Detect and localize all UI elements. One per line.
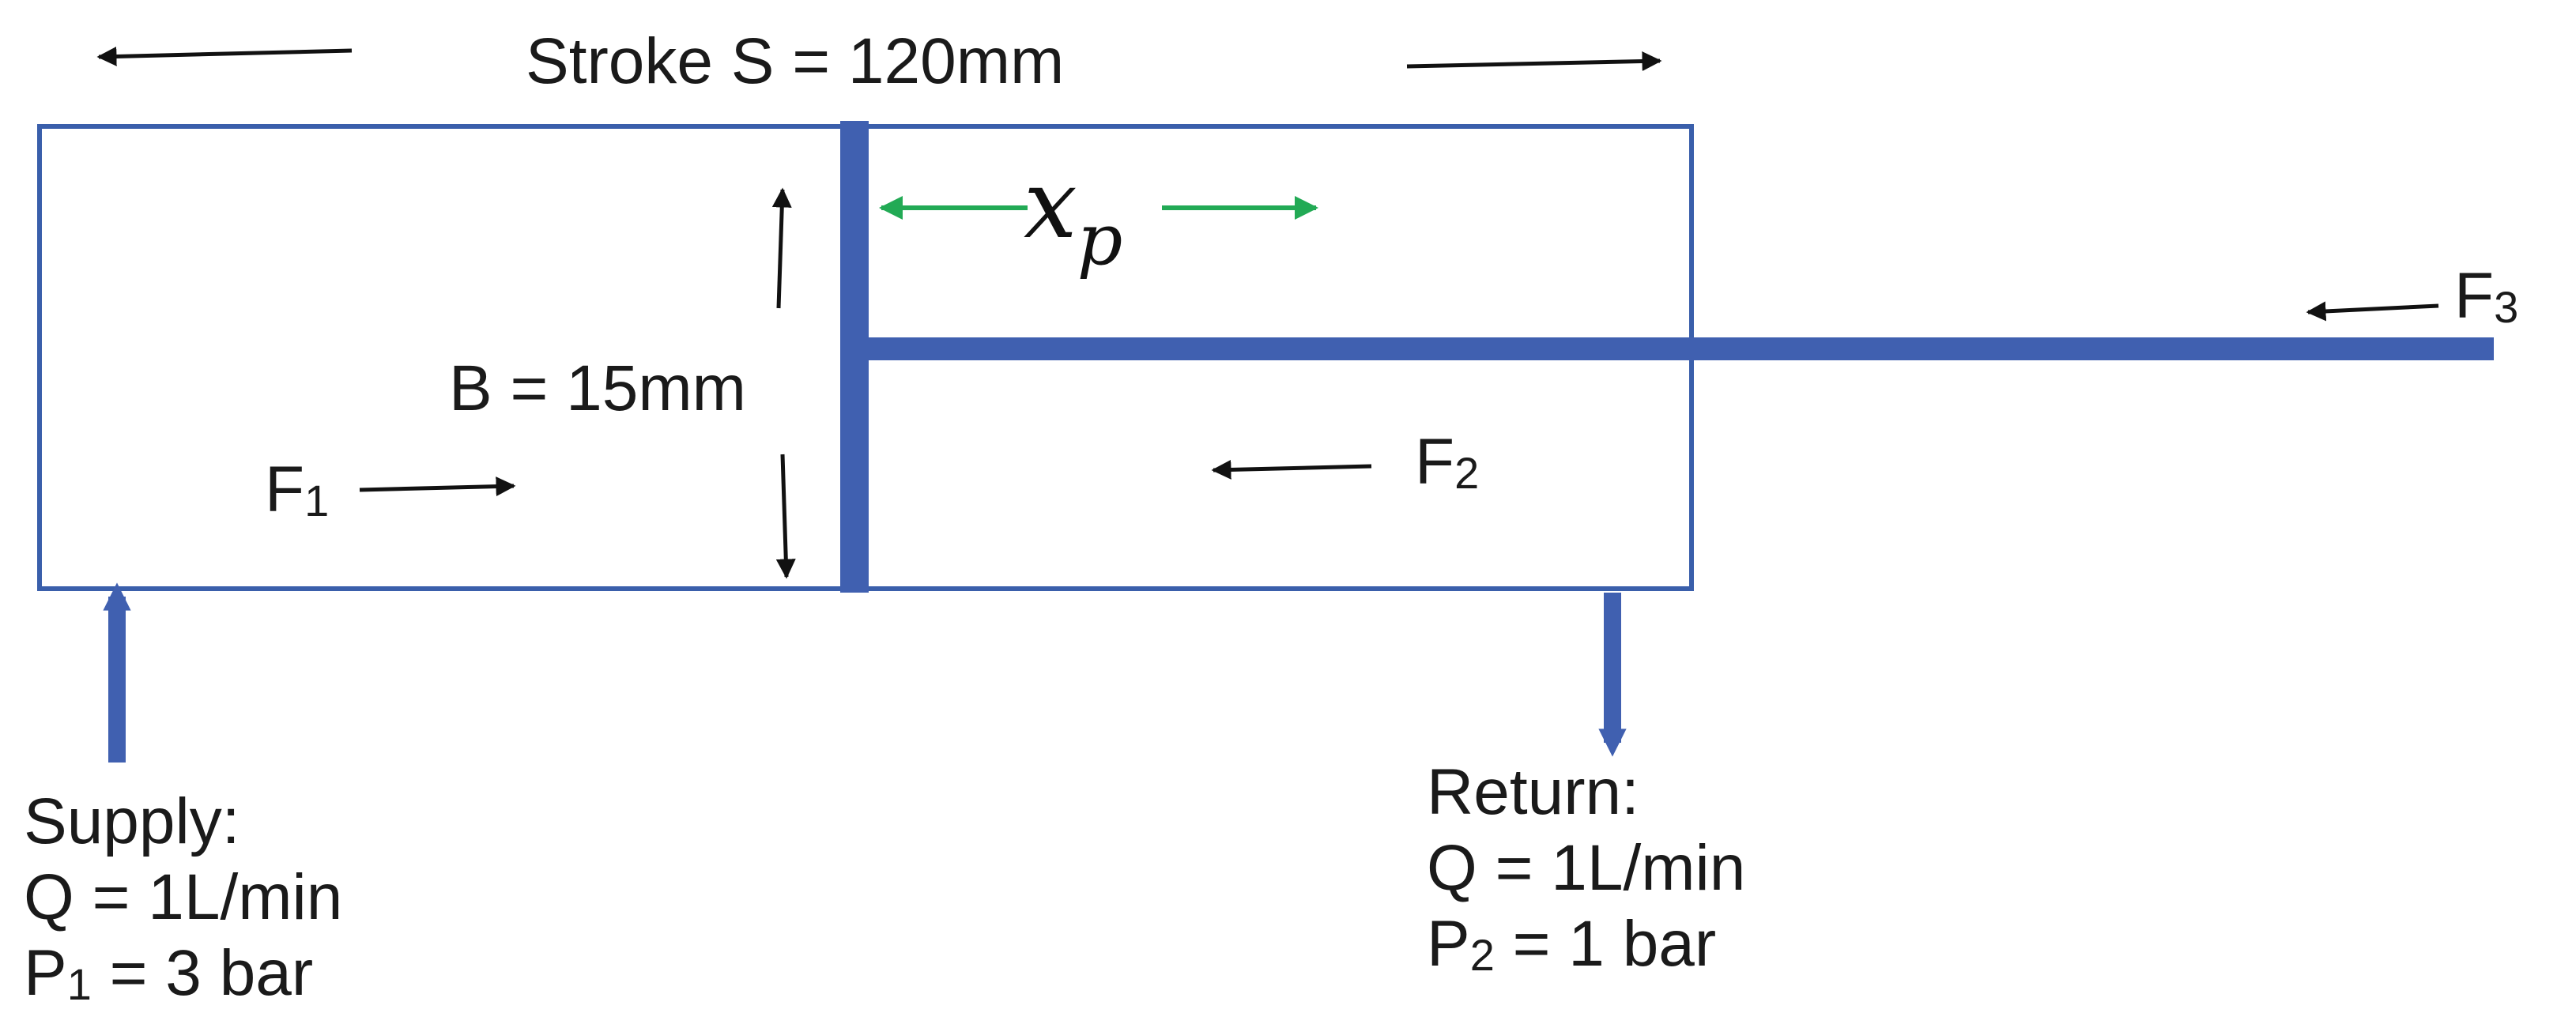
f3-symbol: F: [2454, 260, 2495, 332]
piston-position-label: xp: [1024, 158, 1122, 276]
piston-rod: [858, 337, 2494, 360]
return-pressure: P2 = 1 bar: [1427, 906, 1745, 982]
bore-up-arrow: [771, 187, 792, 309]
f3-arrow: [2306, 301, 2439, 322]
f1-label: F1: [265, 450, 329, 529]
bore-down-arrow: [775, 454, 796, 579]
f2-symbol: F: [1415, 426, 1455, 498]
supply-title: Supply:: [24, 785, 240, 857]
f1-arrow: [359, 476, 516, 497]
stroke-label: Stroke S = 120mm: [526, 25, 1065, 97]
piston-position-subscript: p: [1077, 198, 1123, 281]
return-title: Return:: [1427, 756, 1639, 828]
bore-label: B = 15mm: [449, 352, 746, 424]
return-flow: Q = 1L/min: [1427, 832, 1746, 904]
f3-subscript: 3: [2494, 282, 2519, 332]
f2-arrow: [1211, 459, 1372, 480]
supply-info: Supply: Q = 1L/min P1 = 3 bar: [24, 784, 342, 1011]
return-pressure-value: = 1 bar: [1494, 908, 1717, 980]
f2-subscript: 2: [1454, 448, 1480, 498]
f2-label: F2: [1415, 423, 1479, 502]
piston: [840, 121, 869, 593]
supply-pressure-subscript: 1: [66, 959, 92, 1009]
supply-pressure: P1 = 3 bar: [24, 936, 342, 1011]
return-pressure-symbol: P: [1427, 908, 1470, 980]
stroke-left-arrow: [96, 46, 353, 66]
supply-pressure-symbol: P: [24, 937, 67, 1009]
piston-position-symbol: x: [1024, 150, 1077, 260]
supply-pressure-value: = 3 bar: [91, 937, 314, 1009]
return-info: Return: Q = 1L/min P2 = 1 bar: [1427, 755, 1745, 982]
supply-flow: Q = 1L/min: [24, 861, 343, 933]
f3-label: F3: [2454, 257, 2518, 336]
return-pressure-subscript: 2: [1469, 930, 1495, 980]
stroke-right-arrow: [1406, 51, 1662, 71]
f1-symbol: F: [265, 454, 305, 525]
f1-subscript: 1: [304, 476, 330, 525]
